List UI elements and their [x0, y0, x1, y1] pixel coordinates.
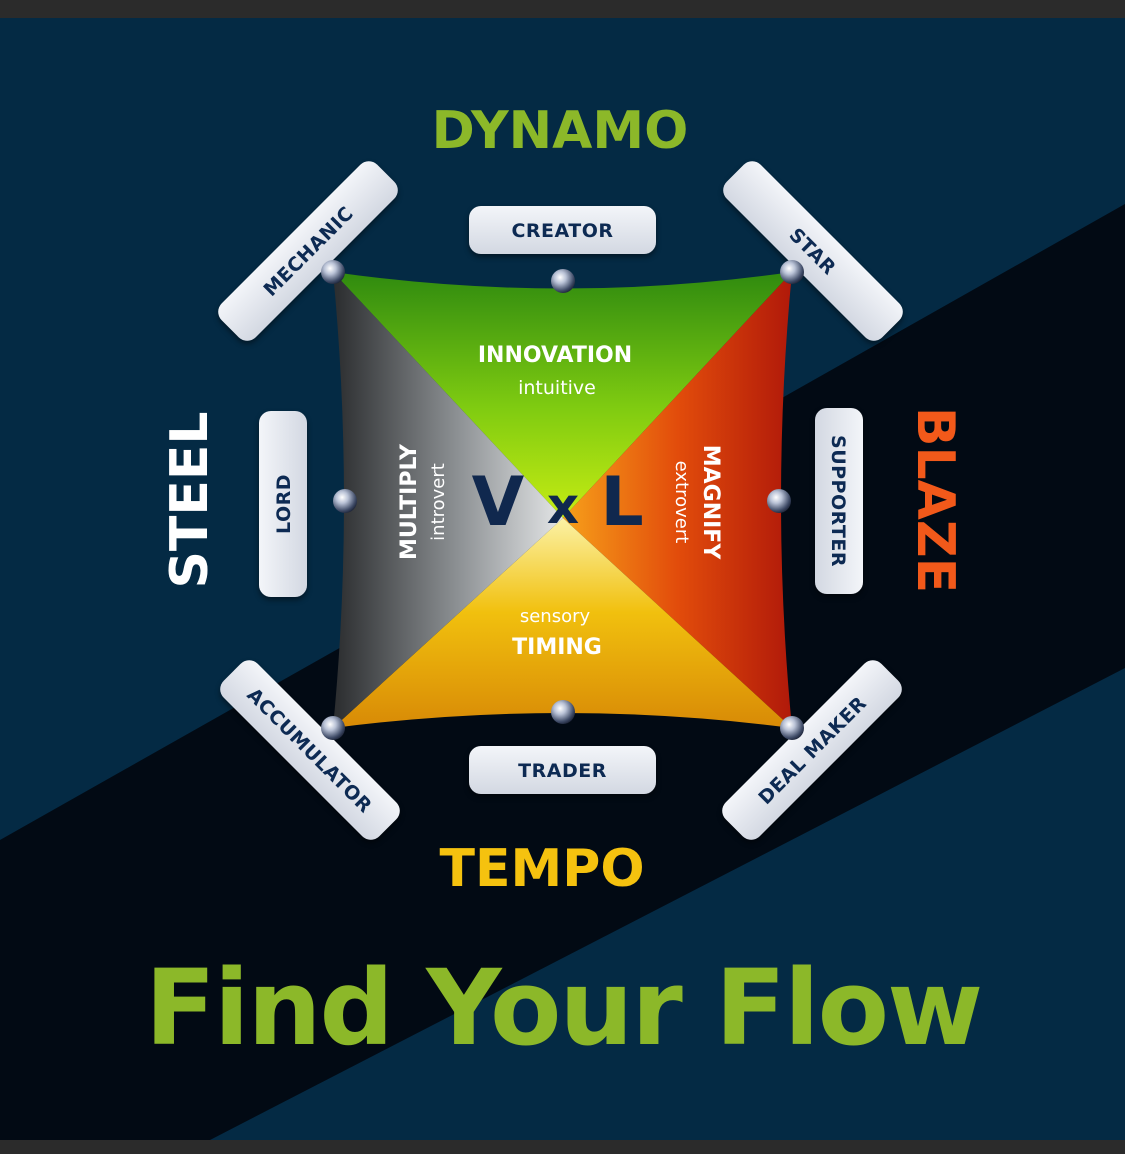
- timing-text: sensory TIMING: [512, 606, 602, 660]
- profile-blaze: BLAZE: [905, 407, 965, 593]
- magnify-subtitle: extrovert: [671, 461, 692, 544]
- innovation-text: INNOVATION intuitive: [478, 343, 632, 399]
- multiply-subtitle: introvert: [428, 463, 449, 541]
- multiply-quadrant: [333, 272, 563, 728]
- ball-bottom: [551, 700, 575, 724]
- magnify-title: MAGNIFY: [698, 445, 723, 561]
- pill-creator: CREATOR: [469, 206, 656, 254]
- bottom-border: [0, 1140, 1125, 1154]
- magnify-text: MAGNIFY extrovert: [671, 445, 723, 561]
- connector-balls: [321, 260, 804, 740]
- multiply-title: MULTIPLY: [397, 443, 422, 560]
- pill-trader: TRADER: [469, 746, 656, 794]
- profile-steel: STEEL: [160, 411, 220, 588]
- innovation-title: INNOVATION: [478, 343, 632, 368]
- timing-title: TIMING: [512, 635, 602, 660]
- tagline: Find Your Flow: [145, 947, 981, 1069]
- pill-trader-label: TRADER: [518, 760, 607, 782]
- innovation-subtitle: intuitive: [518, 377, 596, 399]
- center-l: L: [600, 463, 643, 542]
- ball-bottom-left: [321, 716, 345, 740]
- diagram-canvas: CREATOR TRADER LORD SUPPORTER MECHANIC S…: [0, 18, 1125, 1140]
- ball-top-right: [780, 260, 804, 284]
- profile-tempo: TEMPO: [439, 839, 644, 899]
- center-v: V: [472, 463, 525, 542]
- pill-creator-label: CREATOR: [511, 220, 613, 242]
- magnify-quadrant: [563, 272, 792, 728]
- multiply-text: MULTIPLY introvert: [397, 443, 449, 560]
- pill-lord-label: LORD: [273, 474, 295, 534]
- pill-supporter: SUPPORTER: [815, 408, 863, 594]
- profile-dynamo: DYNAMO: [432, 101, 689, 161]
- pill-lord: LORD: [259, 411, 307, 597]
- ball-top: [551, 269, 575, 293]
- timing-subtitle: sensory: [520, 606, 591, 627]
- ball-left: [333, 489, 357, 513]
- ball-bottom-right: [780, 716, 804, 740]
- center-vxl-label: V x L: [472, 463, 644, 542]
- innovation-quadrant: [333, 272, 792, 518]
- ball-top-left: [321, 260, 345, 284]
- ball-right: [767, 489, 791, 513]
- timing-quadrant: [333, 518, 792, 728]
- flow-diagram: CREATOR TRADER LORD SUPPORTER MECHANIC S…: [0, 101, 1125, 1140]
- pill-supporter-label: SUPPORTER: [827, 435, 849, 567]
- quadrant-square: [333, 272, 792, 728]
- center-x: x: [547, 477, 579, 535]
